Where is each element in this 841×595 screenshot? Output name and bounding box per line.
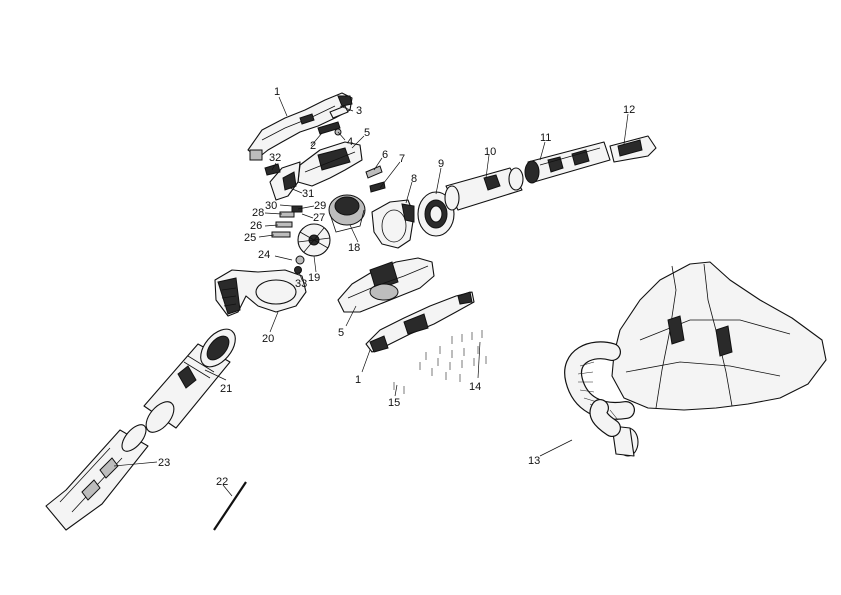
callout-5-lower: 5 [338, 327, 344, 339]
collection-bag [564, 261, 827, 457]
rod-22 [213, 481, 247, 531]
callout-12: 12 [623, 104, 635, 116]
inlet-cover [214, 269, 307, 317]
callout-labels: 1 3 4 2 5 6 7 8 9 10 11 12 13 14 15 18 1… [158, 86, 635, 488]
motor-housing-upper [297, 141, 363, 187]
callout-26: 26 [250, 220, 262, 232]
callout-28: 28 [252, 207, 264, 219]
blower-nozzle [609, 135, 657, 163]
callout-11: 11 [540, 132, 551, 144]
callout-1-upper: 1 [274, 86, 280, 98]
blower-tube-11 [524, 141, 611, 184]
lower-handle-half [365, 291, 475, 353]
callout-24: 24 [258, 249, 270, 261]
impeller-assembly [271, 205, 331, 274]
callout-27: 27 [313, 212, 325, 224]
screw-set [393, 330, 487, 394]
callout-33: 33 [295, 278, 307, 290]
callout-3: 3 [356, 105, 362, 117]
switch-parts [317, 105, 349, 136]
vacuum-nozzle-23 [45, 424, 149, 531]
nozzle-ring [417, 191, 455, 237]
callout-4: 4 [347, 136, 353, 148]
callout-32: 32 [269, 152, 281, 164]
upper-housing-half [247, 92, 353, 161]
vacuum-tube-21 [143, 328, 236, 433]
callout-14: 14 [469, 381, 481, 393]
callout-23: 23 [158, 457, 170, 469]
callout-31: 31 [302, 188, 314, 200]
callout-7: 7 [399, 153, 405, 165]
callout-6: 6 [382, 149, 388, 161]
callout-22: 22 [216, 476, 228, 488]
callout-30: 30 [265, 200, 277, 212]
callout-29: 29 [314, 200, 326, 212]
callout-13: 13 [528, 455, 540, 467]
callout-25: 25 [244, 232, 256, 244]
callout-10: 10 [484, 146, 496, 158]
callout-21: 21 [220, 383, 232, 395]
callout-19: 19 [308, 272, 320, 284]
blower-tube-10 [444, 167, 524, 211]
motor [328, 194, 366, 233]
motor-housing-lower [337, 257, 435, 313]
callout-1-lower: 1 [355, 374, 361, 386]
leader-lines [113, 96, 629, 497]
callout-20: 20 [262, 333, 274, 345]
callout-9: 9 [438, 158, 444, 170]
callout-8: 8 [411, 173, 417, 185]
callout-5-upper: 5 [364, 127, 370, 139]
clip-parts [365, 165, 386, 193]
callout-15: 15 [388, 397, 400, 409]
callout-18: 18 [348, 242, 360, 254]
fan-shroud [264, 161, 301, 201]
callout-2: 2 [310, 140, 316, 152]
fan-housing-ring [371, 199, 415, 249]
